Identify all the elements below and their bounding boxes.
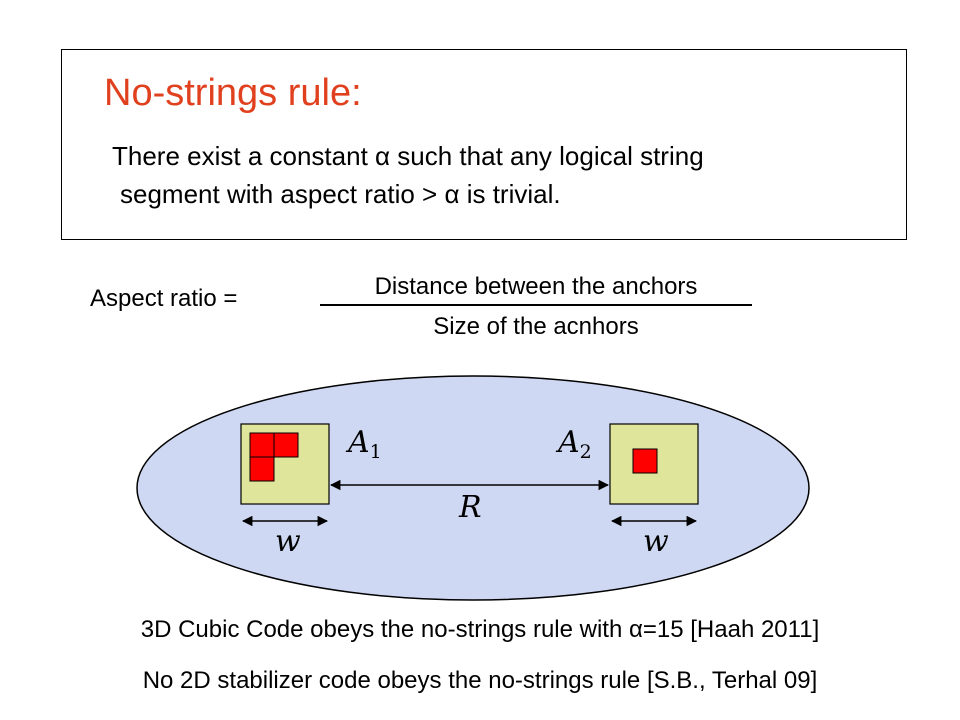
width-label-left: w: [275, 524, 301, 559]
footer-line-1: 3D Cubic Code obeys the no-strings rule …: [140, 616, 820, 643]
anchor-right-cell: [632, 448, 658, 474]
anchor-left-label: A1: [345, 425, 382, 463]
anchor-left-cell: [249, 456, 275, 482]
fraction-numerator: Distance between the anchors: [320, 273, 752, 306]
anchor-left-cell: [273, 432, 299, 458]
footer-line-2: No 2D stabilizer code obeys the no-strin…: [142, 667, 818, 694]
rule-title: No-strings rule:: [104, 72, 362, 114]
aspect-ratio-label: Aspect ratio =: [90, 285, 238, 312]
rule-box: [61, 49, 907, 240]
rule-text-line-2: segment with aspect ratio > α is trivial…: [120, 179, 561, 209]
region-ellipse: [136, 375, 810, 601]
fraction-denominator: Size of the acnhors: [433, 313, 639, 340]
rule-text-line-1: There exist a constant α such that any l…: [112, 141, 704, 171]
width-label-right: w: [643, 524, 669, 559]
anchor-left-cell: [249, 432, 275, 458]
anchor-right-label: A2: [555, 425, 592, 463]
distance-label: R: [458, 490, 482, 525]
